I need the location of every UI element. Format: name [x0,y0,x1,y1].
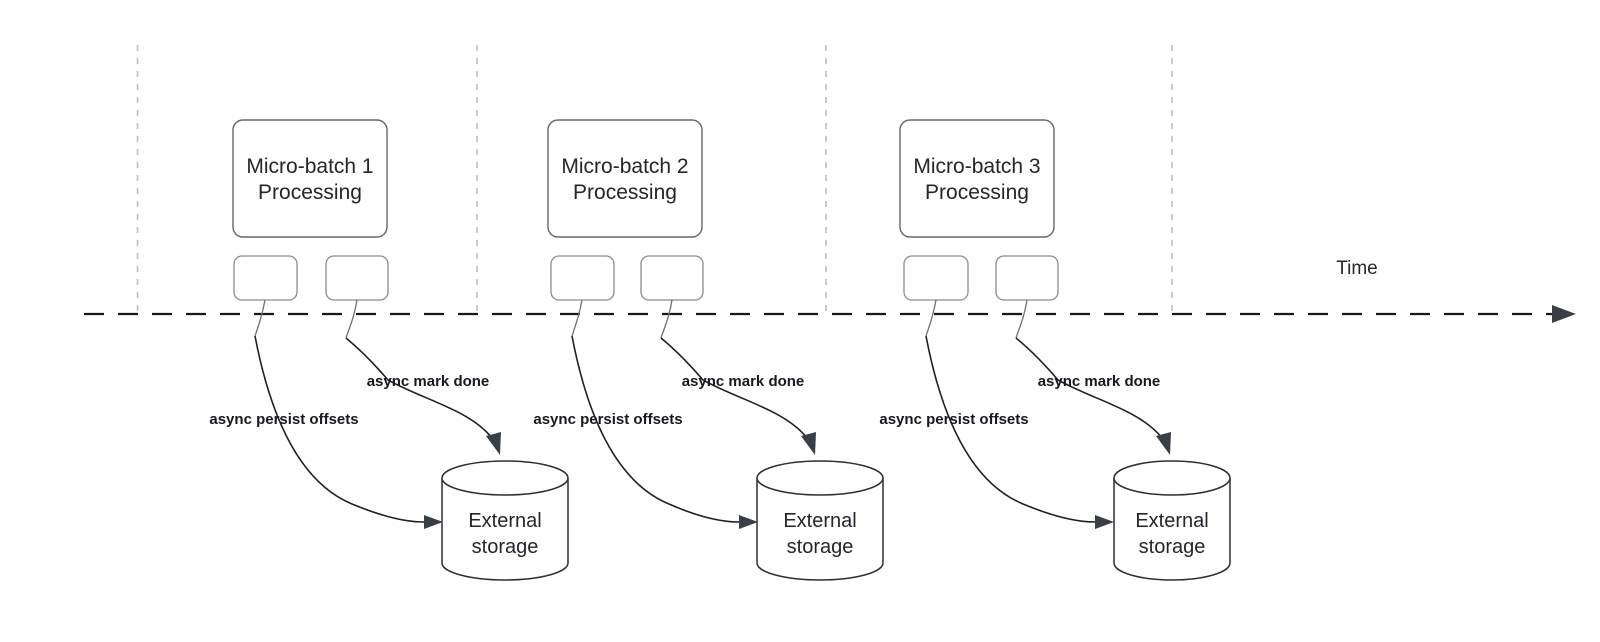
edge-mark-3-path [1015,337,1163,439]
edge-mark-3-arrowhead [1156,432,1171,455]
micro-batch-3-box[interactable] [899,119,1055,238]
timeline-arrowhead [1552,305,1576,323]
external-storage-1-label-line2: storage [472,536,539,558]
edge-mark-1-path [345,337,493,439]
external-storage-1-body [441,478,569,581]
group-2: Micro-batch 2 Processing async persist o… [533,119,884,581]
external-storage-1-top [441,460,569,496]
edge-persist-1-path [254,335,425,523]
edge-persist-3-path [925,335,1096,523]
external-storage-2-label-line2: storage [787,536,854,558]
external-storage-3-label-line2: storage [1139,536,1206,558]
task-2a-box[interactable] [550,255,615,301]
micro-batch-1-label-line1: Micro-batch 1 [246,155,373,178]
external-storage-3-label-line1: External [1135,510,1208,532]
micro-batch-2-label-line2: Processing [573,181,677,204]
micro-batch-1-label-line2: Processing [258,181,362,204]
task-2b-connector [660,299,673,339]
external-storage-2[interactable]: External storage [756,460,884,581]
external-storage-3-top [1113,460,1231,496]
edge-persist-2-arrowhead [739,515,758,529]
task-1a-connector [254,299,266,337]
edge-mark-3-label: async mark done [1038,373,1161,390]
edge-mark-2-label: async mark done [682,373,805,390]
separator-group [136,45,1173,315]
task-1b-connector [345,299,358,339]
time-axis-label: Time [1336,258,1378,279]
external-storage-3-body [1113,478,1231,581]
micro-batch-2-label-line1: Micro-batch 2 [561,155,688,178]
edge-mark-1-label: async mark done [367,373,490,390]
external-storage-2-label-line1: External [783,510,856,532]
task-3b-box[interactable] [995,255,1059,301]
task-2b-box[interactable] [640,255,704,301]
micro-batch-1-box[interactable] [232,119,388,238]
external-storage-1[interactable]: External storage [441,460,569,581]
group-1: Micro-batch 1 Processing async persist o… [209,119,569,581]
external-storage-2-top [756,460,884,496]
task-3a-box[interactable] [903,255,969,301]
edge-persist-2-label: async persist offsets [533,411,682,428]
edge-mark-2-path [660,337,808,439]
micro-batch-2-box[interactable] [547,119,703,238]
edge-persist-3-label: async persist offsets [879,411,1028,428]
task-1b-box[interactable] [325,255,389,301]
task-3a-connector [925,299,937,337]
edge-persist-3-arrowhead [1095,515,1114,529]
timeline-axis: Time [84,258,1576,323]
edge-mark-1-arrowhead [486,432,501,455]
edge-mark-2-arrowhead [801,432,816,455]
external-storage-1-label-line1: External [468,510,541,532]
micro-batch-3-label-line2: Processing [925,181,1029,204]
edge-persist-2-path [571,335,740,523]
task-2a-connector [571,299,583,337]
micro-batch-3-label-line1: Micro-batch 3 [913,155,1040,178]
edge-persist-1-label: async persist offsets [209,411,358,428]
task-1a-box[interactable] [233,255,298,301]
external-storage-3[interactable]: External storage [1113,460,1231,581]
external-storage-2-body [756,478,884,581]
group-3: Micro-batch 3 Processing async persist o… [879,119,1231,581]
edge-persist-1-arrowhead [424,515,443,529]
task-3b-connector [1015,299,1028,339]
